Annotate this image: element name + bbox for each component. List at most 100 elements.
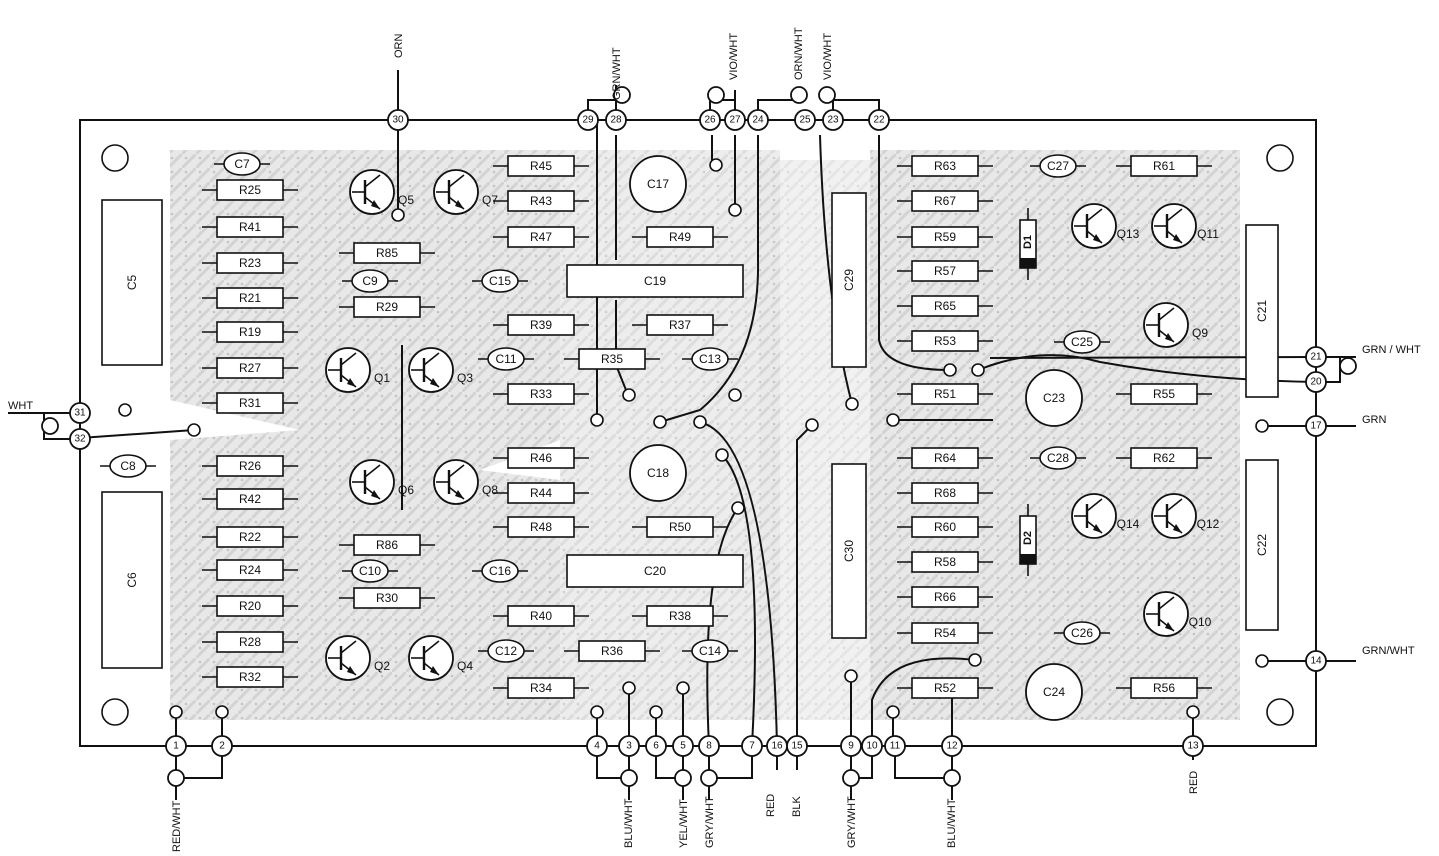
resistor-r42: R42 bbox=[202, 488, 298, 510]
capacitor-label: C18 bbox=[647, 466, 669, 480]
resistor-r27: R27 bbox=[202, 357, 298, 379]
terminal-10: 10 bbox=[861, 735, 883, 757]
terminal-label: 8 bbox=[706, 741, 712, 752]
resistor-label: R36 bbox=[601, 644, 623, 658]
terminal-9: 9 bbox=[840, 735, 862, 757]
terminal-label: 32 bbox=[74, 434, 86, 445]
wire-label: VIO/WHT bbox=[728, 33, 740, 80]
capacitor-c25: C25 bbox=[1054, 330, 1110, 354]
capacitor-c13: C13 bbox=[682, 347, 738, 371]
resistor-label: R22 bbox=[239, 530, 261, 544]
terminal-label: 7 bbox=[749, 741, 755, 752]
resistor-label: R51 bbox=[934, 387, 956, 401]
resistor-label: R44 bbox=[530, 486, 552, 500]
resistor-label: R46 bbox=[530, 451, 552, 465]
transistor-label: Q13 bbox=[1117, 227, 1140, 241]
capacitor-label: C19 bbox=[644, 274, 666, 288]
terminal-label: 6 bbox=[653, 741, 659, 752]
transistor-label: Q10 bbox=[1189, 615, 1212, 629]
terminal-12: 12 bbox=[941, 735, 963, 757]
diode-label: D2 bbox=[1022, 531, 1034, 545]
resistor-r32: R32 bbox=[202, 666, 298, 688]
resistor-label: R50 bbox=[669, 520, 691, 534]
transistor-q11: Q11 bbox=[1151, 203, 1219, 249]
capacitor-c22: C22 bbox=[1245, 459, 1279, 631]
terminal-22: 22 bbox=[868, 109, 890, 131]
resistor-r48: R48 bbox=[493, 516, 589, 538]
resistor-r33: R33 bbox=[493, 383, 589, 405]
resistor-r49: R49 bbox=[632, 226, 728, 248]
wire-label: YEL/WHT bbox=[678, 799, 690, 848]
resistor-label: R68 bbox=[934, 486, 956, 500]
terminal-label: 12 bbox=[946, 741, 958, 752]
capacitor-label: C7 bbox=[234, 157, 250, 171]
capacitor-label: C6 bbox=[125, 572, 139, 588]
terminal-label: 2 bbox=[219, 741, 225, 752]
capacitor-c18: C18 bbox=[629, 444, 687, 502]
resistor-r47: R47 bbox=[493, 226, 589, 248]
wire-label: BLU/WHT bbox=[623, 798, 635, 848]
resistor-label: R20 bbox=[239, 599, 261, 613]
capacitor-c5: C5 bbox=[101, 199, 163, 366]
capacitor-c26: C26 bbox=[1054, 621, 1110, 645]
transistor-label: Q1 bbox=[374, 371, 390, 385]
resistor-r35: R35 bbox=[564, 348, 660, 370]
resistor-r52: R52 bbox=[897, 677, 993, 699]
resistor-label: R61 bbox=[1153, 159, 1175, 173]
resistor-label: R23 bbox=[239, 256, 261, 270]
mounting-holes bbox=[101, 144, 1294, 726]
resistor-r28: R28 bbox=[202, 631, 298, 653]
terminal-label: 20 bbox=[1310, 377, 1322, 388]
wire-label: WHT bbox=[8, 400, 33, 412]
resistor-label: R40 bbox=[530, 609, 552, 623]
resistor-r39: R39 bbox=[493, 314, 589, 336]
resistor-r45: R45 bbox=[493, 155, 589, 177]
transistor-label: Q8 bbox=[482, 483, 498, 497]
terminal-25: 25 bbox=[794, 109, 816, 131]
resistor-label: R52 bbox=[934, 681, 956, 695]
capacitor-c17: C17 bbox=[629, 155, 687, 213]
resistor-label: R58 bbox=[934, 555, 956, 569]
capacitor-c27: C27 bbox=[1030, 154, 1086, 178]
resistor-r34: R34 bbox=[493, 677, 589, 699]
terminal-label: 22 bbox=[873, 115, 885, 126]
resistor-r59: R59 bbox=[897, 226, 993, 248]
wire-label: RED bbox=[1188, 771, 1200, 794]
terminal-8: 8 bbox=[698, 735, 720, 757]
resistor-r26: R26 bbox=[202, 455, 298, 477]
resistor-r60: R60 bbox=[897, 516, 993, 538]
capacitor-c9: C9 bbox=[342, 269, 398, 293]
capacitor-c29: C29 bbox=[831, 192, 867, 368]
capacitor-label: C22 bbox=[1255, 534, 1269, 556]
terminal-14: 14 bbox=[1305, 650, 1327, 672]
resistor-label: R86 bbox=[376, 538, 398, 552]
terminal-32: 32 bbox=[69, 428, 91, 450]
resistor-label: R49 bbox=[669, 230, 691, 244]
resistor-label: R30 bbox=[376, 591, 398, 605]
transistor-q14: Q14 bbox=[1071, 493, 1140, 539]
resistor-label: R60 bbox=[934, 520, 956, 534]
wire-label: GRN / WHT bbox=[1362, 344, 1421, 356]
transistor-label: Q12 bbox=[1197, 517, 1220, 531]
capacitor-label: C8 bbox=[120, 459, 136, 473]
solder-pads bbox=[118, 158, 1269, 719]
resistor-r64: R64 bbox=[897, 447, 993, 469]
terminal-label: 26 bbox=[704, 115, 716, 126]
terminal-label: 17 bbox=[1310, 421, 1322, 432]
capacitor-c30: C30 bbox=[831, 463, 867, 639]
capacitor-label: C23 bbox=[1043, 391, 1065, 405]
resistor-r22: R22 bbox=[202, 526, 298, 548]
resistor-r19: R19 bbox=[202, 321, 298, 343]
terminal-label: 31 bbox=[74, 408, 86, 419]
resistor-r43: R43 bbox=[493, 190, 589, 212]
resistor-label: R47 bbox=[530, 230, 552, 244]
resistor-r20: R20 bbox=[202, 595, 298, 617]
resistor-label: R26 bbox=[239, 459, 261, 473]
terminal-16: 16 bbox=[766, 735, 788, 757]
transistor-q12: Q12 bbox=[1151, 493, 1220, 539]
resistor-r23: R23 bbox=[202, 252, 298, 274]
terminal-label: 13 bbox=[1187, 741, 1199, 752]
resistor-r53: R53 bbox=[897, 330, 993, 352]
terminal-label: 25 bbox=[799, 115, 811, 126]
